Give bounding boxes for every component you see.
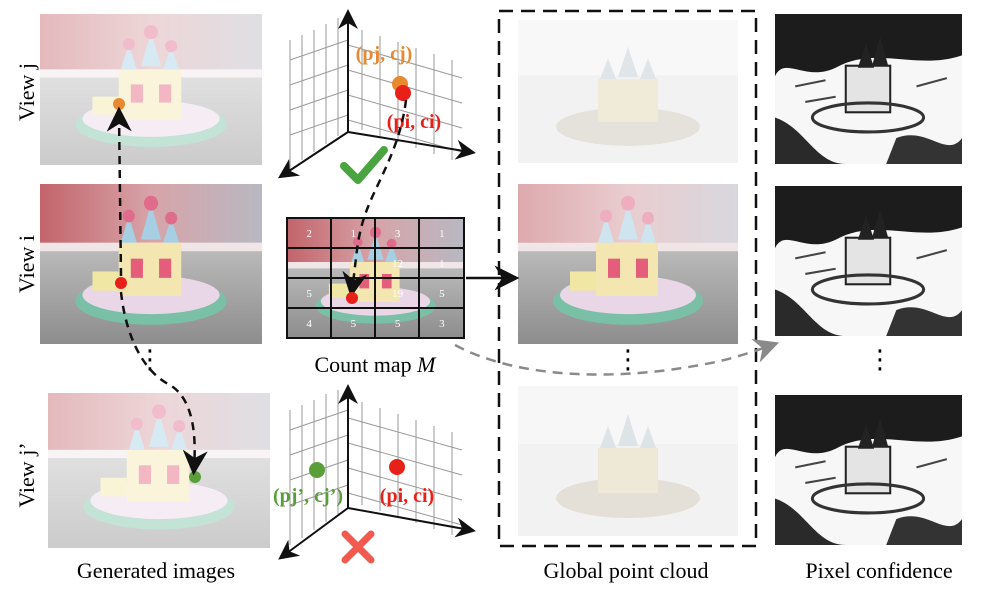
count-map-cell: 19: [392, 288, 404, 300]
count-map-cell: 1: [439, 258, 445, 270]
caption-count-map: Count map M: [315, 352, 438, 377]
view-j-image: [40, 14, 262, 165]
check-icon: [340, 146, 388, 184]
view-j-label: View j: [14, 63, 39, 121]
label-pi-ci-bottom: (pi, ci): [380, 485, 434, 507]
confidence-ellipsis: ⋮: [867, 345, 893, 375]
count-map-cell: 5: [351, 318, 357, 330]
view-j-prime-label: View j’: [14, 442, 39, 507]
count-map-cell: 1: [439, 228, 445, 240]
label-pi-ci-top: (pi, ci): [387, 111, 441, 133]
count-map-cell: 1: [351, 228, 357, 240]
count-map-cell: 3: [439, 318, 445, 330]
caption-generated-images: Generated images: [77, 558, 235, 583]
view-i-label: View i: [14, 235, 39, 293]
view-j-prime-image: [48, 393, 270, 548]
point-3d-red-top: [395, 85, 411, 101]
caption-pixel-confidence: Pixel confidence: [805, 558, 952, 583]
view-i-image: [40, 184, 262, 344]
axes-3d-top: [277, 9, 476, 179]
count-map-cell: 5: [439, 288, 445, 300]
point-countmap-red: [346, 292, 358, 304]
label-pj-cj: (pj, cj): [356, 43, 413, 65]
count-map-cell: 3: [395, 228, 401, 240]
point-j-orange: [113, 98, 125, 110]
point-cloud-image-2: [518, 184, 738, 344]
count-map-cell: 2: [306, 228, 312, 240]
point-jprime-green: [189, 471, 201, 483]
confidence-image-1: [775, 14, 962, 164]
count-map-cell: 4: [351, 258, 357, 270]
count-map-cell: 5: [395, 318, 401, 330]
count-map-cell: 5: [306, 288, 312, 300]
point-3d-green: [309, 462, 325, 478]
caption-global-point-cloud: Global point cloud: [544, 558, 709, 583]
confidence-image-2: [775, 186, 962, 336]
point-i-red: [115, 277, 127, 289]
dashed-arrow-top-to-count: [342, 99, 408, 298]
confidence-image-3: [775, 395, 962, 545]
count-map-cell: 4: [306, 318, 312, 330]
point-cloud-image-1: [518, 20, 738, 163]
label-pjp-cjp: (pj’, cj’): [273, 485, 343, 507]
point-3d-red-bottom: [389, 459, 405, 475]
count-map-cell: 12: [392, 258, 403, 270]
dashed-arrow-to-confidence: [454, 338, 780, 376]
point-cloud-image-3: [518, 386, 738, 536]
count-map-symbol: M: [416, 352, 437, 377]
axes-3d-bottom: [278, 384, 476, 560]
count-map: 2 1 3 1 4 12 1 5 19 5 4 5 5 3: [286, 217, 465, 339]
point-cloud-ellipsis: ⋮: [615, 345, 641, 375]
correspondence-arrow-i-to-jprime: [119, 291, 208, 476]
cross-icon: [341, 530, 375, 564]
